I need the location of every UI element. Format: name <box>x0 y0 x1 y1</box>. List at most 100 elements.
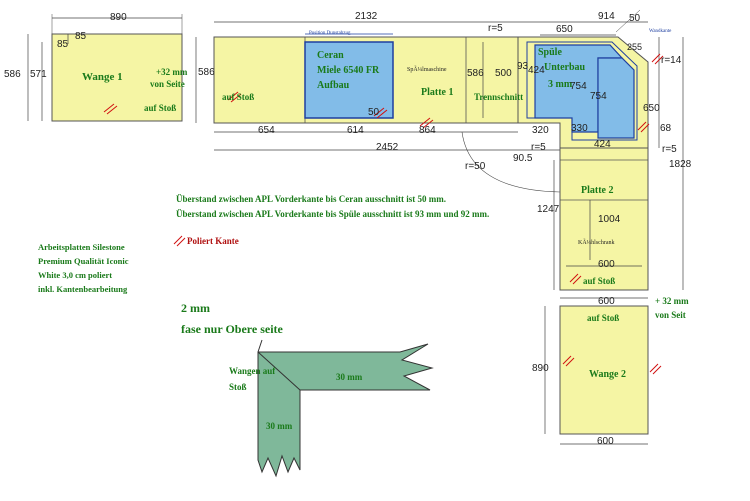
material-line-3: White 3,0 cm poliert <box>38 270 113 280</box>
wange1-dim-corner: 85 <box>57 39 69 50</box>
corner-polish-mark <box>651 53 661 63</box>
corner-dim-r14: r=14 <box>661 55 682 66</box>
wange2-polish-mark <box>565 357 575 367</box>
corner-dim-1828: 1828 <box>669 159 692 170</box>
platte1-polish-mark <box>419 117 431 127</box>
spuele-label: Spüle <box>538 47 562 58</box>
corner-leader <box>615 9 641 33</box>
wange1-note-top2: von Seite <box>150 79 185 89</box>
platte1-dim-50: 50 <box>368 107 380 118</box>
corner-polish-mark <box>654 55 664 65</box>
platte1-dim-864: 864 <box>419 125 436 136</box>
platte1-label: Platte 1 <box>421 87 454 98</box>
platte1-polish-mark <box>373 107 385 117</box>
fase-wangen-2: Stoß <box>229 382 247 392</box>
wange2-note-top: + 32 mm <box>655 296 689 306</box>
note-ceran-overhang: Überstand zwischen APL Vorderkante bis C… <box>176 194 447 204</box>
wange1-polish-mark <box>103 103 115 113</box>
fase-detail-shape <box>257 343 434 478</box>
platte1-polish-mark <box>376 109 388 119</box>
corner-polish-mark <box>637 121 647 131</box>
wange1-dim-corner2: 85 <box>75 31 87 42</box>
platte1-dim-93: 93 <box>517 61 529 72</box>
corner-dim-68: 68 <box>660 123 672 134</box>
platte1-dim-r5-top: r=5 <box>488 23 503 34</box>
fase-miter-line <box>257 351 301 391</box>
ceran-label: Ceran <box>317 50 344 61</box>
wange1-note-top: +32 mm <box>156 67 188 77</box>
wange2-dim-600: 600 <box>597 436 614 447</box>
wange1-polish-mark <box>106 105 118 115</box>
platte2-label: Platte 2 <box>581 185 614 196</box>
wange2-polish-mark <box>652 365 662 375</box>
ceran-model: Miele 6540 FR <box>317 65 380 76</box>
platte1-spuel-label: SpÃ¼lmaschine <box>407 67 447 73</box>
platte2-dim-1247: 1247 <box>537 204 560 215</box>
ceran-mount: Aufbau <box>317 80 350 91</box>
wange2-polish-mark <box>649 363 659 373</box>
corner-polish-mark <box>640 123 650 133</box>
wange1-dim-inner: 571 <box>30 69 47 80</box>
corner-dim-914: 914 <box>598 11 615 22</box>
polish-legend-label: Poliert Kante <box>187 236 239 246</box>
platte1-polish-mark <box>230 93 242 103</box>
corner-dim-50: 50 <box>629 13 641 24</box>
platte1-dim-r5-bottom: r=5 <box>531 142 546 153</box>
corner-dim-424a: 424 <box>528 65 545 76</box>
platte1-dim-905: 90.5 <box>513 153 533 164</box>
wange2-stoss-label: auf Stoß <box>587 313 620 323</box>
fase-pointer <box>257 339 263 353</box>
wange2-note-top2: von Seit <box>655 310 686 320</box>
ceran-cutout <box>304 41 394 119</box>
corner-dim-255: 255 <box>627 42 643 52</box>
spuele-mm: 3 mm <box>548 79 573 90</box>
wange2-polish-mark <box>562 355 572 365</box>
polish-legend-mark <box>176 237 186 247</box>
material-line-1: Arbeitsplatten Silestone <box>38 242 125 252</box>
corner-wandkante: Wandkante <box>649 29 672 34</box>
platte2-stoss-label: auf Stoß <box>583 276 616 286</box>
fase-wangen-1: Wangen auf <box>229 366 276 376</box>
wange1-dim-width: 890 <box>110 12 127 23</box>
sink-cutout-right <box>597 57 635 139</box>
note-sink-overhang: Überstand zwischen APL Vorderkante bis S… <box>176 209 490 219</box>
wange1-dim-height: 586 <box>4 69 21 80</box>
corner-dim-330: 330 <box>571 123 588 134</box>
corner-dim-650-right: 650 <box>643 103 660 114</box>
fase-mm-h: 30 mm <box>336 372 363 382</box>
fase-title-1: 2 mm <box>181 301 210 315</box>
platte2-dim-600b: 600 <box>598 296 615 307</box>
platte1-dim-2452: 2452 <box>376 142 399 153</box>
platte1-dim-height-right: 586 <box>467 68 484 79</box>
corner-dim-754a: 754 <box>570 81 587 92</box>
platte1-dim-500: 500 <box>495 68 512 79</box>
platte1-polish-mark <box>422 119 434 129</box>
corner-dim-754b: 754 <box>590 91 607 102</box>
wange2-dim-890: 890 <box>532 363 549 374</box>
ceran-position-label: Position Dunstabzug <box>309 31 351 36</box>
platte2-polish-mark <box>572 275 582 285</box>
corner-dim-650: 650 <box>556 24 573 35</box>
wange1-note-bottom: auf Stoß <box>144 103 177 113</box>
material-line-2: Premium Qualität Iconic <box>38 256 129 266</box>
platte2-dim-1004: 1004 <box>598 214 621 225</box>
platte1-dim-320: 320 <box>532 125 549 136</box>
platte1-dim-height: 586 <box>198 67 215 78</box>
material-line-4: inkl. Kantenbearbeitung <box>38 284 128 294</box>
platte1-dim-top: 2132 <box>355 11 378 22</box>
platte2-kuehl: KÃ¼hlschrank <box>578 240 615 246</box>
corner-dim-424b: 424 <box>594 139 611 150</box>
corner-dim-r5: r=5 <box>662 144 677 155</box>
platte1-stoss-label: auf Stoß <box>222 92 255 102</box>
spuele-mount: Unterbau <box>544 62 586 73</box>
fase-mm-v: 30 mm <box>266 421 293 431</box>
fase-title-2: fase nur Obere seite <box>181 322 283 336</box>
platte1-dim-r50: r=50 <box>465 161 486 172</box>
wange2-label: Wange 2 <box>589 369 626 380</box>
platte1-polish-mark <box>227 91 239 101</box>
platte2-polish-mark <box>569 273 579 283</box>
platte2-dim-600a: 600 <box>598 259 615 270</box>
radius-arc <box>461 131 561 193</box>
polish-legend-mark <box>173 235 183 245</box>
